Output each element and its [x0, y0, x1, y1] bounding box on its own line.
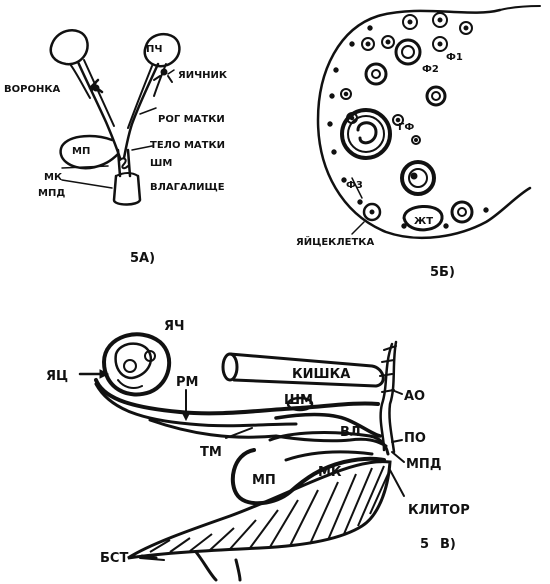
- caption-5v-letter: В): [440, 537, 456, 552]
- vagina-5v: [268, 431, 390, 456]
- label-mpd: МПД: [38, 188, 65, 199]
- label-tm: ТМ: [200, 445, 222, 460]
- large-follicle: [400, 160, 436, 196]
- label-f2: Ф2: [422, 64, 439, 75]
- label-yats: ЯЦ: [46, 369, 68, 384]
- right-ovary-shape: [143, 33, 181, 68]
- primary-follicles: [340, 12, 473, 145]
- label-f3: Ф3: [346, 180, 363, 191]
- label-vl: ВЛ: [340, 425, 361, 440]
- label-f1: Ф1: [446, 52, 463, 63]
- panel-5v: ЯЧ ЯЦ РМ КИШКА АО ШМ ВЛ ТМ ПО МПД МП МК …: [46, 319, 470, 582]
- released-ovum: [362, 202, 382, 222]
- left-ovary-shape: [49, 29, 89, 66]
- caption-5b: 5Б): [430, 265, 455, 280]
- label-rm: РМ: [176, 375, 198, 390]
- label-yaitsekletka: ЯЙЦЕКЛЕТКА: [296, 235, 374, 248]
- label-mp-5v: МП: [252, 473, 276, 488]
- label-rog-matki: РОГ МАТКИ: [158, 114, 225, 125]
- label-shm-5v: ШМ: [284, 393, 313, 408]
- graafian-follicle: [340, 108, 392, 160]
- urethra-mk: [284, 450, 374, 462]
- left-uterine-horn: [76, 60, 122, 160]
- spine-column: [379, 342, 394, 452]
- follicle-f2: [394, 38, 422, 66]
- label-bst: БСТ: [100, 551, 128, 566]
- label-yach: ЯЧ: [164, 319, 185, 334]
- follicle-f2b: [364, 62, 388, 86]
- ovary-5v: [102, 332, 171, 397]
- panel-5b: Ф1 Ф2 ГФ Ф3 ЖТ ЯЙЦЕКЛЕТКА 5Б): [296, 5, 541, 280]
- label-voronka: ВОРОНКА: [4, 84, 60, 95]
- caption-5v-num: 5: [420, 537, 429, 552]
- uterine-body-5v: [274, 412, 382, 438]
- label-telo-matki: ТЕЛО МАТКИ: [150, 140, 225, 151]
- label-klitor: КЛИТОР: [408, 503, 470, 518]
- label-zht: ЖТ: [414, 216, 433, 227]
- mesometrium-fold: [59, 134, 120, 170]
- label-mk: МК: [44, 172, 63, 183]
- ovary-border-dots: [327, 25, 489, 229]
- ovary-outline: [316, 8, 532, 240]
- pelvic-bone-hatching: [149, 465, 389, 553]
- cervix-mark: [119, 157, 129, 170]
- panel-5a: ПЧ ВОРОНКА ЯИЧНИК РОГ МАТКИ ТЕЛО МАТКИ М…: [4, 29, 228, 266]
- uterine-horn-5v: [94, 378, 380, 416]
- label-gf: ГФ: [398, 122, 414, 133]
- vagina-tube: [112, 174, 142, 206]
- label-shm: ШМ: [150, 158, 172, 169]
- label-vlagalishche: ВЛАГАЛИЩЕ: [150, 182, 225, 193]
- label-yaichnik: ЯИЧНИК: [178, 70, 228, 81]
- label-ao: АО: [404, 389, 425, 404]
- label-mpd-5v: МПД: [406, 457, 441, 472]
- right-uterine-horn: [122, 62, 160, 160]
- pelvic-bone: [127, 460, 392, 560]
- label-kishka: КИШКА: [292, 367, 350, 382]
- corpus-luteum: [402, 204, 444, 232]
- intestine-end: [221, 352, 239, 382]
- cervix-5v: [286, 396, 314, 412]
- label-pch: ПЧ: [146, 44, 162, 55]
- label-po: ПО: [404, 431, 426, 446]
- caption-5a: 5А): [130, 251, 155, 266]
- label-mp: МП: [72, 146, 90, 157]
- label-mk-5v: МК: [318, 465, 342, 480]
